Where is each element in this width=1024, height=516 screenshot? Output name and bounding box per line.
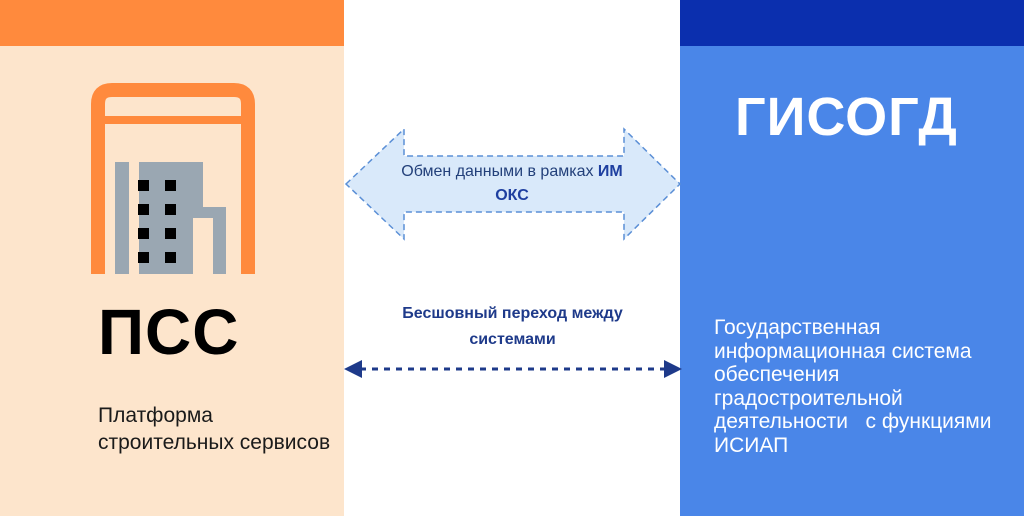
gisogd-title: ГИСОГД	[735, 87, 958, 147]
building-icon	[91, 83, 255, 274]
gisogd-subtitle: Государственная информационная система о…	[714, 316, 998, 457]
transition-label: Бесшовный переход между системами	[402, 305, 623, 348]
right-panel-gisogd	[680, 0, 1024, 516]
exchange-label: Обмен данными в рамках ИМ ОКС	[401, 163, 623, 204]
pss-subtitle: Платформа строительных сервисов	[98, 404, 331, 454]
exchange-label-bold: ИМ ОКС	[495, 163, 623, 204]
right-accent-bar	[680, 0, 1024, 46]
left-accent-bar	[0, 0, 344, 46]
pss-title: ПСС	[98, 296, 240, 368]
exchange-double-arrow-icon	[344, 127, 682, 241]
transition-dashed-arrow-icon	[344, 360, 682, 378]
